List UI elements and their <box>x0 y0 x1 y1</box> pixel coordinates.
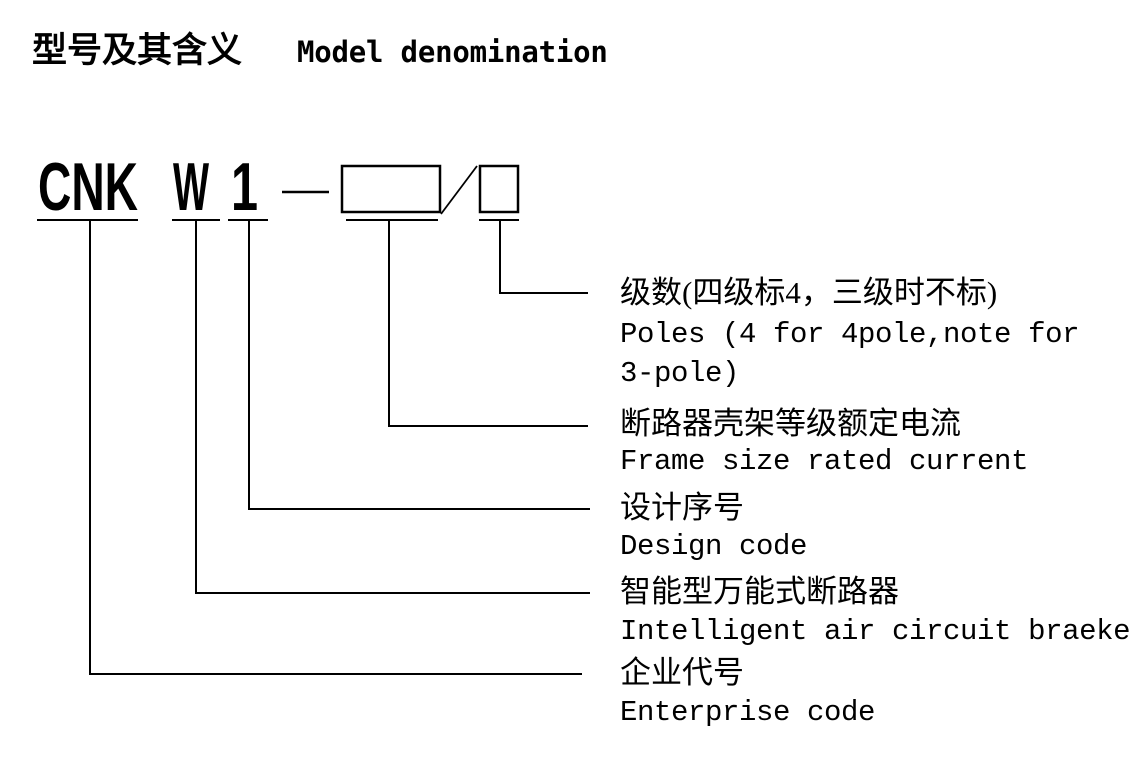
legend-design-en-label: Design code <box>620 530 808 563</box>
model-prefix-text: CNK <box>38 149 138 225</box>
frame-current-placeholder-box <box>340 164 442 214</box>
model-series-text: W <box>173 149 209 225</box>
legend-frame-en-label: Frame size rated current <box>620 445 1029 478</box>
slash-divider-line <box>440 165 478 215</box>
leader-line-enterprise <box>89 220 582 675</box>
leader-line-frame <box>388 220 588 427</box>
legend-enterprise-en-label: Enterprise code <box>620 696 876 729</box>
page-title-zh: 型号及其含义 <box>32 31 243 70</box>
legend-enterprise-zh-label: 企业代号 <box>620 655 744 690</box>
page-title-en: Model denomination <box>297 35 608 69</box>
legend-breaker-zh-label: 智能型万能式断路器 <box>620 574 899 609</box>
legend-design-zh-label: 设计序号 <box>620 490 744 525</box>
leader-line-poles <box>499 220 588 294</box>
leader-line-design <box>248 220 590 510</box>
legend-poles-zh-label: 级数(四级标4，三级时不标) <box>620 275 998 310</box>
legend-poles-en-line1: Poles (4 for 4pole,note for <box>620 318 1080 351</box>
legend-poles-en-line2: 3-pole) <box>620 357 740 390</box>
legend-frame-zh-label: 断路器壳架等级额定电流 <box>620 406 961 441</box>
model-design-text: 1 <box>231 149 258 225</box>
poles-placeholder-box <box>478 164 520 214</box>
leader-line-breaker <box>195 220 590 594</box>
legend-breaker-en-label: Intelligent air circuit braeker <box>620 615 1129 648</box>
